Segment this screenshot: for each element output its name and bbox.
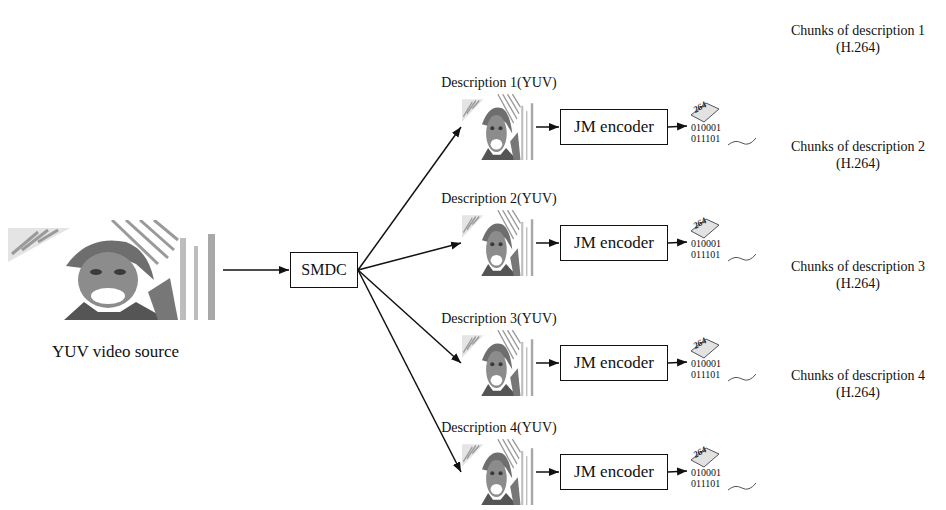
process-label: JM encoder xyxy=(574,463,654,482)
flow-arrow xyxy=(536,471,559,473)
description-frame xyxy=(462,330,536,396)
description-frame-node: Description 2(YUV) xyxy=(462,210,536,276)
bitstream-digits: 010001 011101 xyxy=(691,238,727,260)
frame-caption: Description 4(YUV) xyxy=(441,420,556,436)
bitstream-digits: 010001 011101 xyxy=(691,358,727,380)
process-box: JM encoder xyxy=(560,454,668,490)
codec-logo: 264 xyxy=(691,335,708,350)
process-box: JM encoder xyxy=(560,225,668,261)
flow-arrow xyxy=(536,242,559,244)
description-frame xyxy=(462,94,536,160)
flow-arrow xyxy=(668,362,687,363)
flow-arrow xyxy=(358,270,461,472)
description-frame-node: Description 1(YUV) xyxy=(462,94,536,160)
frame-caption: YUV video source xyxy=(52,342,179,362)
description-frame xyxy=(462,210,536,276)
process-label: SMDC xyxy=(301,261,346,279)
chunk-caption: Chunks of description 1 (H.264) xyxy=(783,23,933,57)
flow-arrow xyxy=(536,362,559,364)
flow-arrow xyxy=(223,269,289,271)
flow-arrow xyxy=(668,242,687,243)
chunk-node: Chunks of description 1 (H.264)264010001… xyxy=(688,101,758,151)
codec-logo: 264 xyxy=(691,99,708,114)
chunk-caption: Chunks of description 3 (H.264) xyxy=(783,259,933,293)
flow-arrow xyxy=(668,471,687,472)
description-frame-node: Description 4(YUV) xyxy=(462,439,536,505)
process-box: SMDC xyxy=(290,252,358,288)
process-label: JM encoder xyxy=(574,118,654,137)
process-label: JM encoder xyxy=(574,354,654,373)
process-box: JM encoder xyxy=(560,345,668,381)
codec-logo: 264 xyxy=(691,444,708,459)
flow-arrow xyxy=(536,126,559,128)
chunk-caption: Chunks of description 4 (H.264) xyxy=(783,368,933,402)
chunk-node: Chunks of description 2 (H.264)264010001… xyxy=(688,217,758,267)
chunk-node: Chunks of description 4 (H.264)264010001… xyxy=(688,446,758,496)
frame-caption: Description 1(YUV) xyxy=(441,75,556,91)
description-frame-node: Description 3(YUV) xyxy=(462,330,536,396)
flow-arrow xyxy=(668,126,687,127)
chunk-node: Chunks of description 3 (H.264)264010001… xyxy=(688,337,758,387)
codec-logo: 264 xyxy=(691,215,708,230)
bitstream-digits: 010001 011101 xyxy=(691,467,727,489)
process-label: JM encoder xyxy=(574,234,654,253)
chunk-caption: Chunks of description 2 (H.264) xyxy=(783,139,933,173)
frame-caption: Description 3(YUV) xyxy=(441,311,556,327)
process-box: JM encoder xyxy=(560,109,668,145)
flow-arrow xyxy=(358,243,461,270)
description-frame xyxy=(462,439,536,505)
source-frame xyxy=(8,220,223,320)
source-frame-node: YUV video source xyxy=(8,220,223,320)
bitstream-digits: 010001 011101 xyxy=(691,122,727,144)
frame-caption: Description 2(YUV) xyxy=(441,191,556,207)
